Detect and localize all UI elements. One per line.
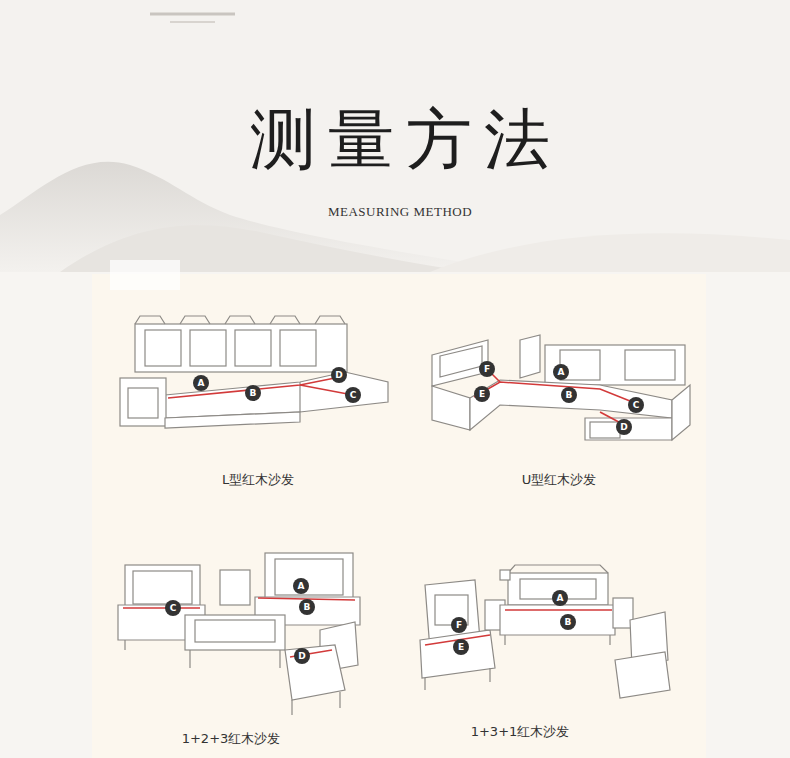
callout-letter: D: [294, 648, 310, 664]
sofa-caption: 1+2+3红木沙发: [182, 730, 281, 748]
callout-letter: A: [193, 375, 209, 391]
sofa-caption: U型红木沙发: [522, 471, 597, 489]
callout-letter: B: [299, 599, 315, 615]
callout-letter: A: [552, 590, 568, 606]
callout-letter: D: [616, 419, 632, 435]
callout-letter: B: [561, 387, 577, 403]
page-title: 测量方法: [238, 95, 562, 185]
callout-letter: D: [331, 367, 347, 383]
sofa-caption: L型红木沙发: [222, 471, 294, 489]
subtitle: MEASURING METHOD: [328, 204, 472, 220]
callout-letter: E: [474, 386, 490, 402]
callout-letter: C: [628, 397, 644, 413]
callout-letter: E: [453, 639, 469, 655]
callout-letter: C: [165, 600, 181, 616]
callout-letter: C: [345, 387, 361, 403]
callout-letter: A: [293, 578, 309, 594]
callout-letter: B: [245, 385, 261, 401]
callout-letter: B: [560, 614, 576, 630]
callout-letter: F: [479, 361, 495, 377]
callout-letter: A: [553, 364, 569, 380]
sofa-caption: 1+3+1红木沙发: [471, 723, 570, 741]
callout-letter: F: [451, 617, 467, 633]
